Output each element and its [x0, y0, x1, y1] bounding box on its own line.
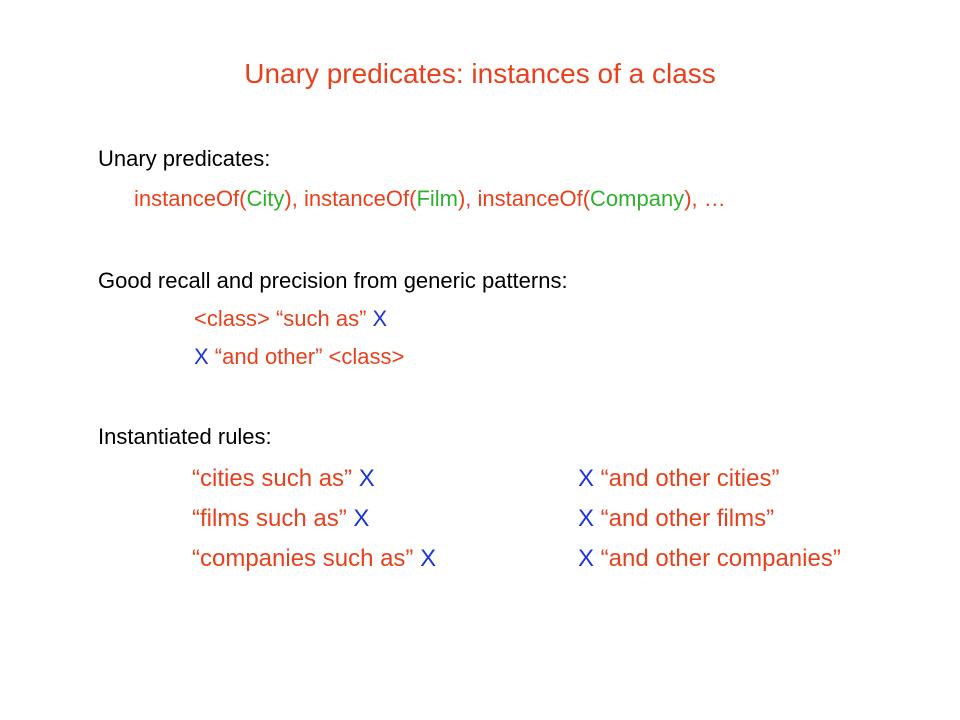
rule-var: X	[358, 465, 375, 492]
rule-phrase: “cities such as”	[192, 465, 359, 492]
rules-heading: Instantiated rules:	[98, 424, 272, 449]
pattern-line-2: X “and other” <class>	[194, 344, 404, 370]
patterns-heading: Good recall and precision from generic p…	[98, 268, 568, 293]
pattern-class: <class>	[328, 344, 405, 369]
example-segment: instanceOf(	[134, 186, 247, 211]
rule-phrase: “films such as”	[192, 505, 354, 532]
rule-var: X	[420, 545, 437, 572]
unary-examples: instanceOf(City), instanceOf(Film), inst…	[134, 186, 726, 212]
pattern-phrase: “such as”	[269, 306, 373, 331]
slide-title: Unary predicates: instances of a class	[244, 58, 716, 89]
unary-heading: Unary predicates:	[98, 146, 271, 171]
rule-left-3: “companies such as” X	[192, 545, 436, 573]
example-class: Company	[590, 186, 685, 211]
rule-right-1: X “and other cities”	[578, 465, 779, 493]
example-segment: ), instanceOf(	[457, 186, 591, 211]
pattern-var: X	[372, 306, 388, 331]
example-segment: ), …	[684, 186, 726, 211]
rule-right-3: X “and other companies”	[578, 545, 841, 573]
rule-phrase: “and other films”	[594, 505, 775, 532]
rule-var: X	[578, 545, 595, 572]
rule-left-2: “films such as” X	[192, 505, 369, 533]
example-segment: ), instanceOf(	[284, 186, 417, 211]
rule-var: X	[353, 505, 370, 532]
rule-var: X	[578, 465, 595, 492]
rule-left-1: “cities such as” X	[192, 465, 375, 493]
pattern-phrase: “and other”	[208, 344, 329, 369]
pattern-var: X	[194, 344, 209, 369]
rule-phrase: “and other companies”	[594, 545, 841, 572]
rule-phrase: “and other cities”	[594, 465, 780, 492]
rule-var: X	[578, 505, 595, 532]
example-class: Film	[416, 186, 458, 211]
pattern-line-1: <class> “such as” X	[194, 306, 387, 332]
example-class: City	[246, 186, 285, 211]
rule-right-2: X “and other films”	[578, 505, 774, 533]
rule-phrase: “companies such as”	[192, 545, 421, 572]
pattern-class: <class>	[194, 306, 270, 331]
